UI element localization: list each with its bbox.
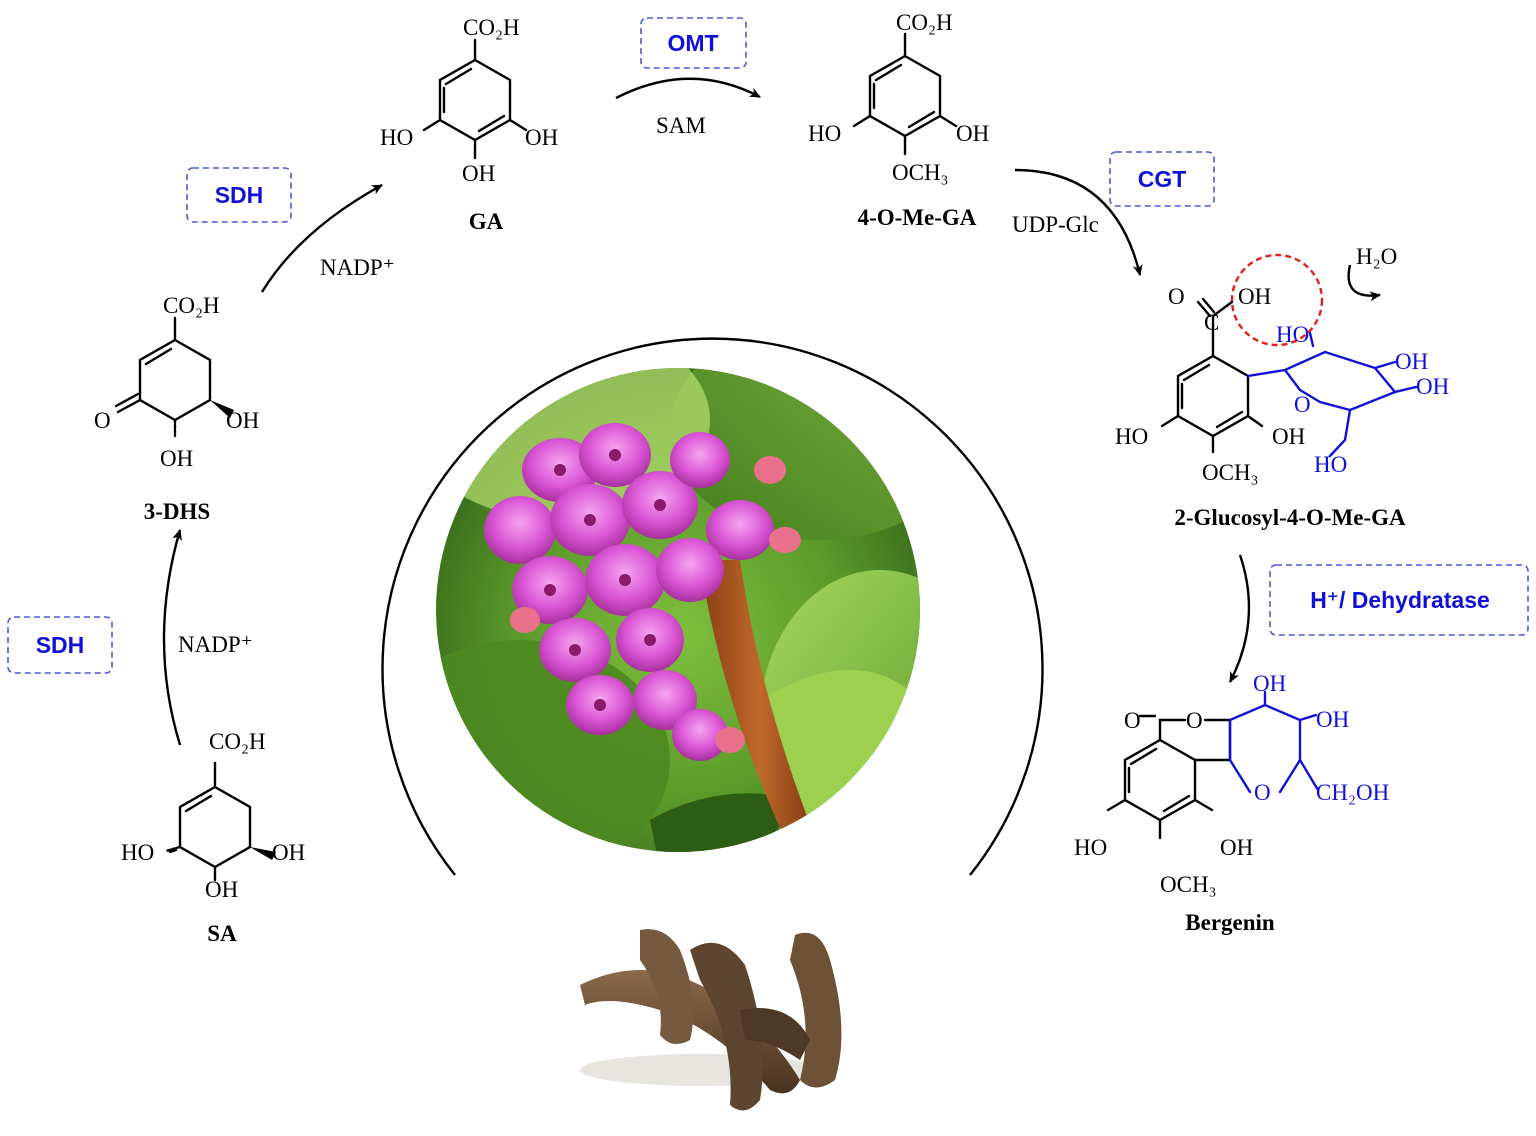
sa-oh-right-label: OH [272,840,305,865]
arrow-sa-to-dhs [162,529,183,746]
dhs-oh-bottom-label: OH [160,446,193,471]
arrow-ga-to-ome-ga [615,77,761,100]
sa-name: SA [207,921,237,946]
glc-o-label: O [1168,284,1185,309]
enzyme-cgt-label: CGT [1138,166,1187,192]
water-loss: H₂O [1347,244,1397,302]
bergenin-oh-label: OH [1220,835,1253,860]
glc-sugar-ho-bottom-label: HO [1314,452,1347,477]
enzyme-omt-label: OMT [667,30,718,56]
bergenin-ho-label: HO [1074,835,1107,860]
glc-ho-label: HO [1115,424,1148,449]
glc-sugar-o-label: O [1294,392,1311,417]
ome-ga-co2h-label: CO₂H [896,10,953,35]
glc-oh-acid-label: OH [1238,284,1271,309]
enzyme-dehydratase-label: H⁺/ Dehydratase [1310,587,1490,613]
bergenin-sugar-ch2oh-label: CH₂OH [1316,780,1389,805]
dried-rhizome-photo [580,929,842,1111]
enzyme-sdh-lower-label: SDH [36,632,85,658]
compound-3-dhs: CO₂H O OH OH 3-DHS [94,293,259,524]
bergenia-flower-photo [436,368,920,852]
glc-sugar-oh-1-label: OH [1395,349,1428,374]
arrow-glucosyl-to-bergenin [1228,554,1251,683]
reagent-nadp-lower: NADP⁺ [178,632,253,657]
bergenin-lactone-o-label: O [1186,708,1203,733]
bergenin-och3-label: OCH₃ [1160,872,1217,897]
flower-cluster [484,423,801,761]
dehydration-highlight-circle [1230,253,1324,347]
compound-sa: CO₂H HO OH OH SA [121,729,305,946]
enzyme-cgt: CGT [1109,151,1215,207]
glucosyl-name: 2-Glucosyl-4-O-Me-GA [1174,505,1406,530]
ga-oh-bottom-label: OH [462,161,495,186]
bergenin-sugar-oh-right-label: OH [1316,707,1349,732]
glc-sugar-oh-2-label: OH [1416,374,1449,399]
dhs-o-label: O [94,408,111,433]
reagent-udp-glc: UDP-Glc [1012,212,1099,237]
dhs-co2h-label: CO₂H [163,293,220,318]
bergenin-sugar-oh-top-label: OH [1253,671,1286,696]
sa-oh-bottom-label: OH [205,877,238,902]
reagent-sam: SAM [656,113,706,138]
enzyme-sdh-upper-label: SDH [215,182,264,208]
arrow-dhs-to-ga [260,183,383,293]
enzyme-dehydratase: H⁺/ Dehydratase [1269,564,1529,636]
enzyme-sdh-lower: SDH [7,616,113,674]
central-arc [381,337,1044,876]
ga-co2h-label: CO₂H [463,15,520,40]
sa-ho-label: HO [121,840,154,865]
arrow-ome-ga-to-glucosyl [1014,168,1143,276]
bergenin-name: Bergenin [1185,910,1275,935]
glc-och3-label: OCH₃ [1202,460,1259,485]
ga-name: GA [469,209,504,234]
compound-2-glucosyl-4-o-me-ga: O C OH HO OH OCH₃ HO OH OH O HO 2-Glucos… [1115,253,1449,530]
glc-c-label: C [1204,310,1219,335]
reagent-nadp-upper: NADP⁺ [320,255,395,280]
bergenin-sugar-o-label: O [1254,780,1271,805]
compound-bergenin: O O HO OH OCH₃ OH OH O CH₂OH Bergenin [1074,671,1389,935]
ome-ga-och3-label: OCH₃ [892,160,949,185]
ga-oh-right-label: OH [525,125,558,150]
water-label: H₂O [1356,244,1397,269]
ome-ga-name: 4-O-Me-GA [858,205,977,230]
sa-co2h-label: CO₂H [209,729,266,754]
compound-4-o-me-ga: CO₂H HO OH OCH₃ 4-O-Me-GA [808,10,989,230]
dhs-name: 3-DHS [144,499,210,524]
ome-ga-ho-label: HO [808,121,841,146]
dhs-oh-right-label: OH [226,408,259,433]
compound-ga: CO₂H HO OH OH GA [380,15,558,234]
glc-oh-ring-label: OH [1272,424,1305,449]
ome-ga-oh-label: OH [956,121,989,146]
enzyme-omt: OMT [640,17,747,69]
enzyme-sdh-upper: SDH [186,167,292,223]
ga-ho-label: HO [380,125,413,150]
bergenin-carbonyl-o-label: O [1124,708,1141,733]
